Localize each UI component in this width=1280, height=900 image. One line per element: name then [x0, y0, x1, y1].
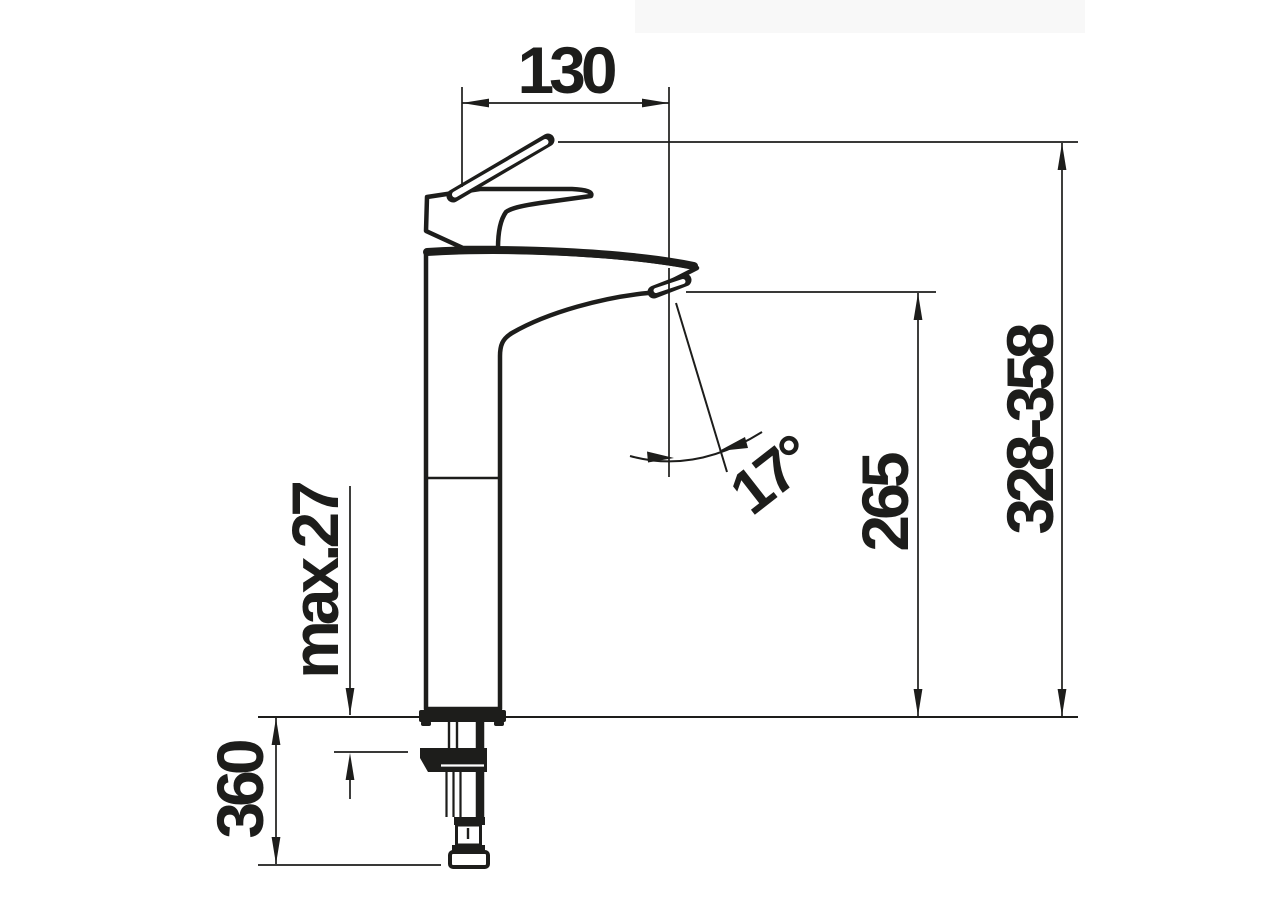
hose-connector [448, 817, 490, 869]
mounting-bracket [420, 748, 487, 772]
label-outlet-angle: 17° [718, 422, 827, 528]
threaded-shank-upper [447, 722, 485, 749]
label-below-deck: 360 [203, 741, 277, 838]
handle-lever [446, 133, 555, 203]
handle-base [423, 186, 594, 251]
top-artifact-strip [635, 0, 1085, 33]
threaded-shank-lower [445, 772, 485, 818]
dim-total-height [1057, 143, 1067, 716]
label-total-height: 328-358 [993, 324, 1067, 535]
label-outlet-height: 265 [848, 453, 922, 551]
spout-top-band [423, 246, 698, 270]
dim-outlet-angle [629, 302, 763, 473]
dim-below-deck [258, 718, 441, 866]
dim-spout-reach [461, 87, 670, 477]
dim-outlet-height [686, 291, 936, 716]
dimension-lines [258, 87, 1078, 866]
label-deck-thickness: max.27 [278, 483, 352, 679]
base-flange [419, 710, 506, 726]
faucet-body [423, 249, 700, 712]
label-spout-reach: 130 [517, 33, 614, 107]
faucet-figure [419, 133, 700, 869]
dim-deck-thickness [334, 486, 408, 799]
